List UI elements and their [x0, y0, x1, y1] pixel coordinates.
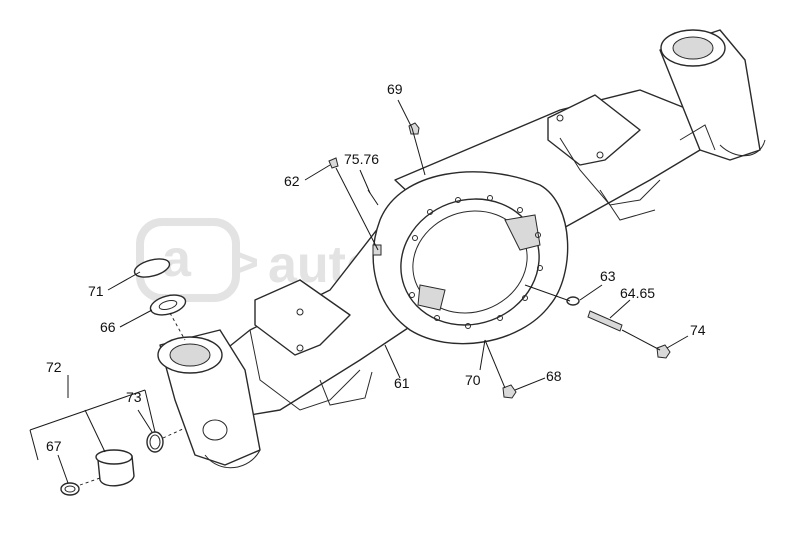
part-72-bushing-top [95, 449, 133, 465]
kingpin-boss-left-base [204, 449, 261, 469]
part-75-76-nut [372, 244, 382, 256]
callout-61: 61 [394, 375, 410, 391]
callout-64-65: 64.65 [620, 285, 655, 301]
part-67-seal-inner [64, 485, 76, 493]
leader-lines [29, 99, 689, 486]
callout-66: 66 [100, 319, 116, 335]
part-73-ring-inner [149, 434, 161, 450]
callout-67: 67 [46, 438, 62, 454]
callout-70: 70 [465, 372, 481, 388]
kingpin-boss-right-rib [679, 124, 716, 151]
differential-inner-detail-2 [417, 284, 446, 311]
callout-labels: 69 62 75.76 71 66 63 64.65 74 61 70 68 7… [46, 81, 706, 454]
part-66-washer-hole [158, 299, 178, 311]
part-62-bolt [328, 157, 339, 169]
callout-73: 73 [126, 389, 142, 405]
watermark-badge [136, 218, 240, 302]
flange-bolt-holes [409, 195, 543, 329]
watermark-arrow-icon: > [232, 236, 259, 288]
spring-pad-left-lug [319, 371, 373, 406]
loose-parts [60, 122, 671, 496]
spring-pad-right-lug [599, 189, 656, 221]
part-64-65-stud [587, 310, 623, 332]
callout-69: 69 [387, 81, 403, 97]
spring-pad-left-bracket [249, 329, 361, 411]
part-67-seal [60, 482, 80, 496]
callout-74: 74 [690, 322, 706, 338]
part-71-cap [133, 258, 171, 278]
callout-62: 62 [284, 173, 300, 189]
callout-63: 63 [600, 268, 616, 284]
differential-inner-detail [504, 214, 541, 251]
callout-75-76: 75.76 [344, 151, 379, 167]
spring-pad-right [547, 94, 641, 166]
axle-housing [157, 29, 766, 469]
callout-71: 71 [88, 283, 104, 299]
kingpin-boss-right-base [719, 139, 766, 157]
kingpin-bore-right-inner [672, 36, 714, 60]
part-74-nut [656, 344, 671, 359]
kingpin-bore-left-inner [169, 343, 211, 367]
spring-pad-left [254, 279, 351, 356]
callout-72: 72 [46, 359, 62, 375]
part-63-washer [566, 296, 580, 306]
callout-68: 68 [546, 368, 562, 384]
kingpin-boss-left-lower-bore [202, 419, 228, 441]
part-68-nut [502, 384, 517, 399]
watermark-badge-letter: a [162, 230, 192, 288]
part-69-fitting [408, 122, 420, 135]
